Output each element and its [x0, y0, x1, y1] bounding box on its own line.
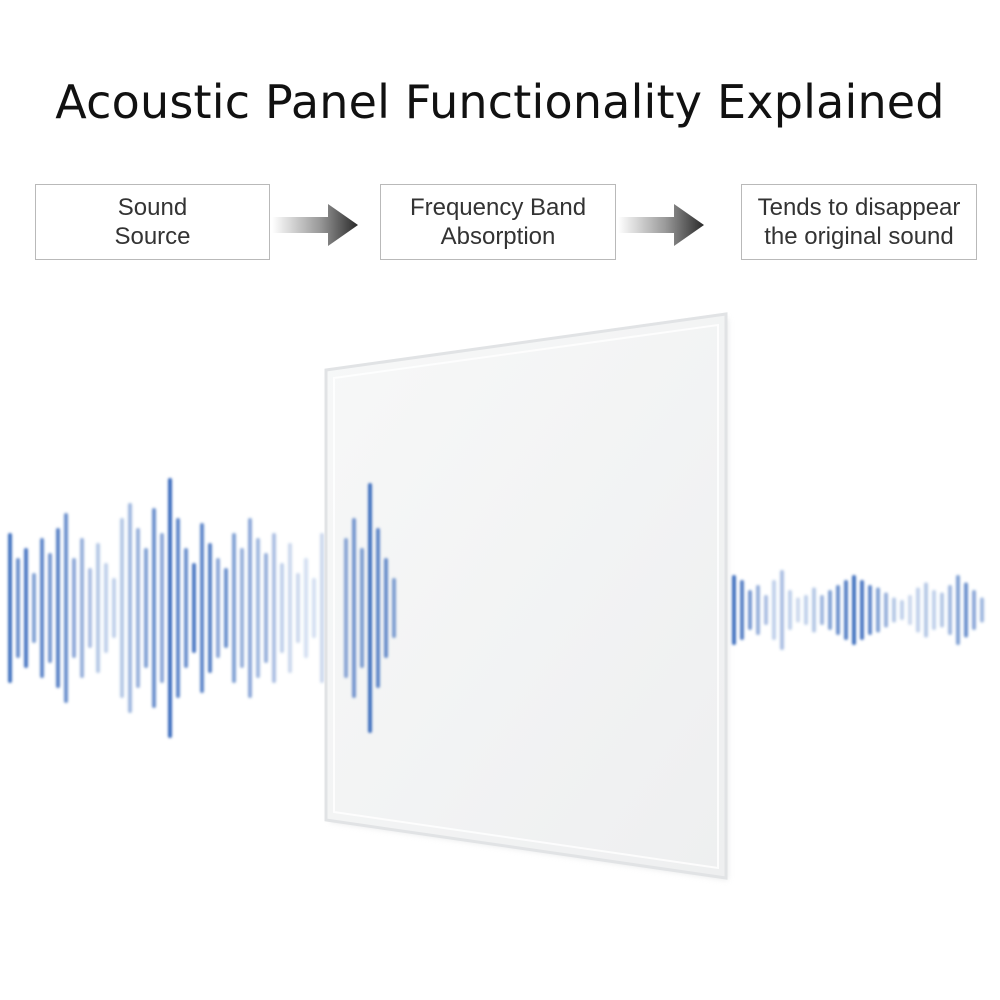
wave-bar	[216, 558, 220, 658]
wave-bar	[120, 518, 124, 698]
wave-bar	[248, 518, 252, 698]
wave-bar	[296, 573, 300, 643]
panel-inner-edge	[333, 323, 719, 870]
wave-bar	[780, 570, 784, 650]
wave-bar	[876, 587, 880, 633]
wave-bar	[168, 478, 172, 738]
wave-bar	[852, 575, 856, 645]
wave-bar	[80, 538, 84, 678]
wave-bar	[972, 590, 976, 630]
wave-bar	[40, 538, 44, 678]
wave-bar	[796, 597, 800, 623]
wave-bar	[820, 595, 824, 625]
wave-bar	[360, 548, 364, 668]
wave-bar	[908, 595, 912, 625]
step-frequency-band-absorption: Frequency Band Absorption	[380, 184, 616, 260]
wave-bar	[764, 595, 768, 625]
wave-bar	[176, 518, 180, 698]
wave-bar	[344, 538, 348, 678]
wave-bar	[184, 548, 188, 668]
wave-bar	[772, 580, 776, 640]
wave-bar	[240, 548, 244, 668]
wave-bar	[844, 580, 848, 640]
wave-bar	[144, 548, 148, 668]
wave-bar	[16, 558, 20, 658]
wave-bar	[352, 518, 356, 698]
wave-bar	[812, 587, 816, 633]
wave-bar	[72, 558, 76, 658]
wave-bar	[940, 592, 944, 628]
wave-bar	[136, 528, 140, 688]
wave-bar	[828, 590, 832, 630]
wave-bar	[788, 590, 792, 630]
step-original-sound-disappears-line-1: Tends to disappear	[757, 194, 961, 221]
incoming-sound-wave-front	[344, 483, 396, 733]
wave-bar	[160, 533, 164, 683]
wave-bar	[112, 578, 116, 638]
wave-bar	[376, 528, 380, 688]
step-original-sound-disappears: Tends to disappear the original sound	[741, 184, 977, 260]
wave-bar	[860, 580, 864, 640]
wave-bar	[892, 597, 896, 623]
wave-bar	[264, 553, 268, 663]
wave-bar	[88, 568, 92, 648]
wave-bar	[304, 558, 308, 658]
wave-bar	[948, 585, 952, 635]
wave-bar	[152, 508, 156, 708]
diagram-title: Acoustic Panel Functionality Explained	[55, 75, 945, 129]
wave-bar	[368, 483, 372, 733]
wave-bar	[956, 575, 960, 645]
wave-bar	[224, 568, 228, 648]
wave-bar	[32, 573, 36, 643]
wave-bar	[56, 528, 60, 688]
wave-bar	[392, 578, 396, 638]
wave-bar	[232, 533, 236, 683]
wave-bar	[312, 578, 316, 638]
wave-bar	[740, 580, 744, 640]
step-sound-source: Sound Source	[35, 184, 270, 260]
wave-bar	[384, 558, 388, 658]
wave-bar	[756, 585, 760, 635]
wave-bar	[24, 548, 28, 668]
wave-bar	[804, 595, 808, 625]
wave-bar	[256, 538, 260, 678]
wave-bar	[8, 533, 12, 683]
step-original-sound-disappears-line-2: the original sound	[764, 223, 954, 250]
wave-bar	[48, 553, 52, 663]
wave-bar	[868, 585, 872, 635]
wave-bar	[208, 543, 212, 673]
wave-bar	[732, 575, 736, 645]
wave-bar	[836, 585, 840, 635]
wave-bar	[320, 533, 324, 683]
arrow-right-icon	[272, 204, 358, 246]
wave-bar	[128, 503, 132, 713]
wave-bar	[64, 513, 68, 703]
incoming-sound-wave	[8, 478, 340, 738]
wave-bar	[96, 543, 100, 673]
step-frequency-band-absorption-line-1: Frequency Band	[409, 194, 587, 221]
outgoing-sound-wave	[732, 570, 984, 650]
wave-bar	[272, 533, 276, 683]
wave-bar	[280, 563, 284, 653]
wave-bar	[916, 587, 920, 633]
panel-face	[324, 312, 728, 880]
wave-bar	[884, 592, 888, 628]
wave-bar	[980, 597, 984, 623]
step-frequency-band-absorption-line-2: Absorption	[440, 223, 556, 250]
wave-bar	[288, 543, 292, 673]
step-sound-source-line-2: Source	[114, 223, 191, 250]
wave-bar	[924, 582, 928, 638]
arrow-right-icon	[618, 204, 704, 246]
wave-bar	[748, 590, 752, 630]
wave-bar	[192, 563, 196, 653]
step-sound-source-line-1: Sound	[117, 194, 188, 221]
wave-bar	[900, 600, 904, 620]
wave-bar	[932, 590, 936, 630]
wave-bar	[200, 523, 204, 693]
wave-bar	[964, 582, 968, 638]
wave-bar	[104, 563, 108, 653]
acoustic-panel	[324, 312, 728, 880]
